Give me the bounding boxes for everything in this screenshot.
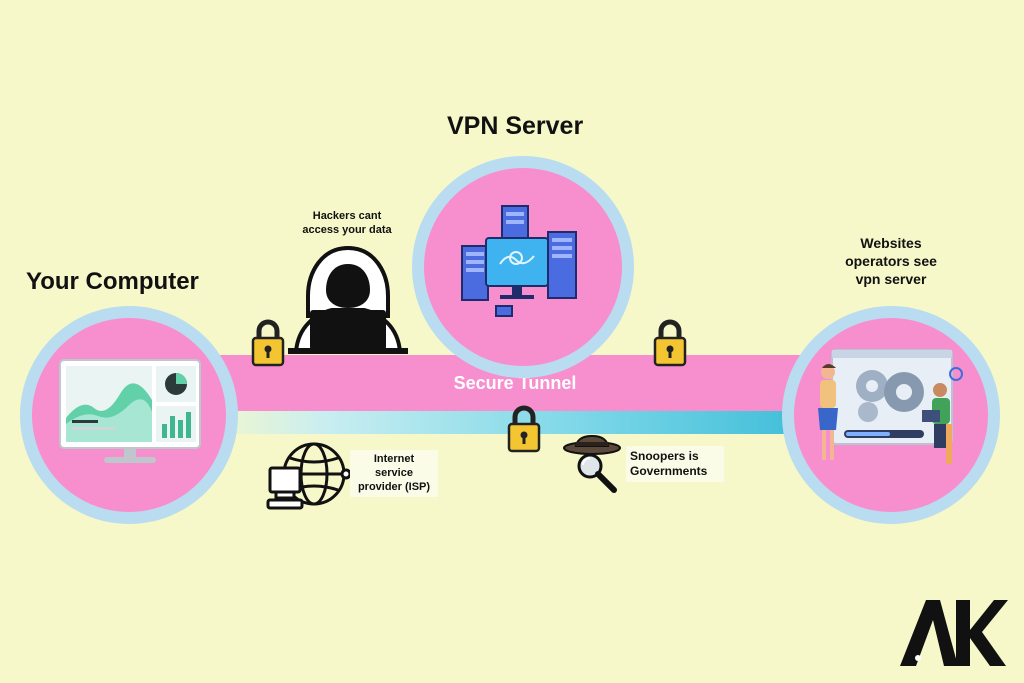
hackers-line-2: access your data — [302, 223, 392, 236]
detective-magnifier-icon — [563, 434, 621, 493]
tunnel-label: Secure Tunnel — [453, 373, 577, 393]
node-title-server: VPN Server — [447, 112, 584, 140]
ak-logo-mark — [900, 600, 1008, 666]
padlock-icon — [251, 319, 285, 367]
hackers-caption: Hackers cant access your data — [292, 210, 402, 238]
hooded-hacker-icon — [288, 245, 408, 354]
padlock-icon — [653, 319, 687, 367]
node-title-websites: Websites operators see vpn server — [836, 234, 946, 289]
websites-line-1: Websites — [860, 235, 922, 251]
websites-line-2: operators see — [845, 253, 937, 270]
isp-line-2: provider (ISP) — [357, 480, 431, 493]
globe-computer-icon — [266, 442, 352, 510]
logo-text: AK — [896, 592, 897, 593]
snoopers-line-1: Snoopers is — [630, 449, 699, 463]
hackers-line-1: Hackers cant — [312, 210, 382, 222]
snoopers-caption: Snoopers is Governments — [626, 446, 724, 482]
node-title-computer: Your Computer — [26, 268, 199, 295]
padlock-icon — [507, 405, 541, 453]
snoopers-line-2: Governments — [630, 464, 708, 478]
isp-caption: Internet service provider (ISP) — [350, 450, 438, 498]
websites-line-3: vpn server — [855, 271, 927, 288]
brand-logo: AK — [896, 592, 1008, 672]
monitor-dashboard-icon — [59, 359, 201, 463]
server-rack-icon — [461, 205, 577, 317]
team-gears-icon — [818, 349, 963, 464]
isp-line-1: Internet service — [373, 453, 415, 479]
